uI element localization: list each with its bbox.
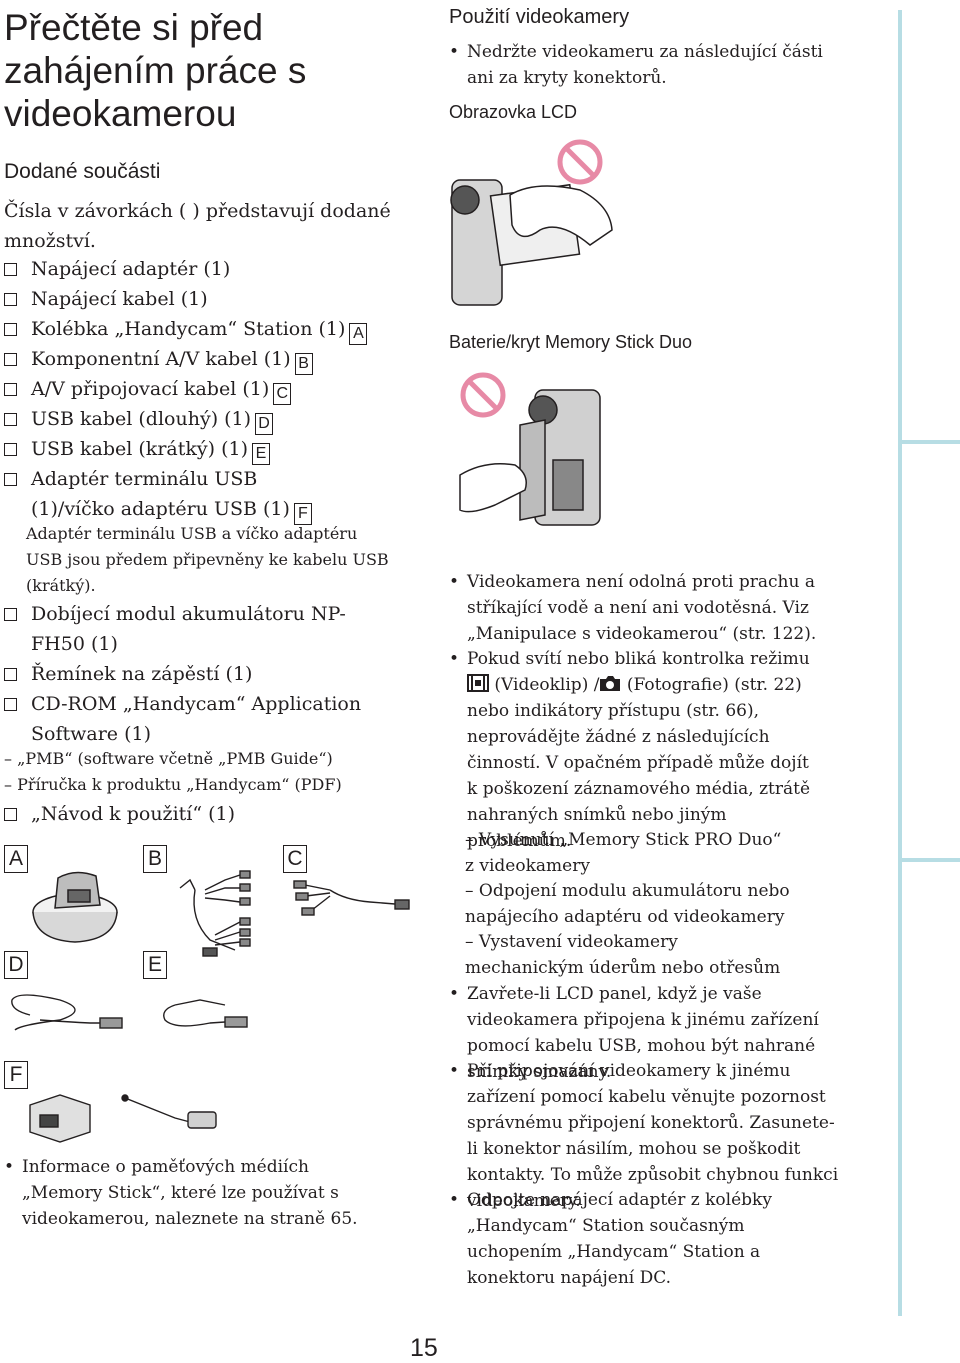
dash-item: – Vysunutí „Memory Stick PRO Duo“ z vide… bbox=[465, 830, 782, 876]
caption-battery: Baterie/kryt Memory Stick Duo bbox=[449, 332, 693, 352]
usb-cable-long-illustration bbox=[11, 994, 123, 1031]
usb-adapter-illustration bbox=[29, 1094, 217, 1143]
side-tab bbox=[898, 10, 960, 440]
checklist-item: USB kabel (krátký) (1)E bbox=[4, 434, 424, 465]
dash-item: – Odpojení modulu akumulátoru nebo napáj… bbox=[465, 881, 790, 927]
component-av-cable-illustration bbox=[179, 870, 251, 957]
bullet-icon: • bbox=[449, 984, 460, 1004]
letter-badge: C bbox=[273, 383, 292, 405]
checklist-item: Komponentní A/V kabel (1)B bbox=[4, 344, 424, 375]
checkbox-icon bbox=[4, 293, 17, 306]
bullet-item: • Odpojte napájecí adaptér z kolébky „Ha… bbox=[449, 1187, 839, 1291]
bullet-item: • Při připojování videokamery k jinému z… bbox=[449, 1058, 839, 1214]
letter-badge: A bbox=[349, 323, 368, 345]
letter-badge: E bbox=[251, 443, 270, 465]
checkbox-icon bbox=[4, 698, 17, 711]
bullet-icon: • bbox=[449, 572, 460, 592]
lcd-hold-illustration bbox=[450, 139, 613, 306]
checklist-item: Napájecí adaptér (1) bbox=[4, 254, 424, 284]
letter-badge: B bbox=[294, 353, 313, 375]
page-number: 15 bbox=[410, 1334, 438, 1362]
figure-letter-a: A bbox=[4, 845, 28, 873]
memory-stick-note: • Informace o paměťových médiích „Memory… bbox=[4, 1154, 384, 1232]
checklist-item: CD-ROM „Handycam“ Application Software (… bbox=[4, 689, 364, 749]
movie-mode-icon bbox=[467, 674, 489, 692]
checklist-item: Napájecí kabel (1) bbox=[4, 284, 424, 314]
checklist-item: Kolébka „Handycam“ Station (1)A bbox=[4, 314, 424, 345]
dash-item: – Vystavení videokamery mechanickým úder… bbox=[465, 932, 781, 978]
checkbox-icon bbox=[4, 473, 17, 486]
checklist-item: Dobíjecí modul akumulátoru NP-FH50 (1) bbox=[4, 599, 394, 659]
prohibited-icon bbox=[460, 372, 506, 418]
checkbox-icon bbox=[4, 808, 17, 821]
letter-badge: D bbox=[255, 413, 274, 435]
checkbox-icon bbox=[4, 668, 17, 681]
bullet-icon: • bbox=[449, 649, 460, 669]
bullet-item: • Zavřete-li LCD panel, když je vaše vid… bbox=[449, 981, 849, 1085]
checklist-item: USB kabel (dlouhý) (1)D bbox=[4, 404, 424, 435]
section-heading-usage: Použití videokamery bbox=[449, 6, 630, 28]
checklist-item: A/V připojovací kabel (1)C bbox=[4, 374, 424, 405]
figure-letter-f: F bbox=[4, 1061, 28, 1089]
cradle-illustration bbox=[32, 871, 118, 943]
prohibited-icon bbox=[557, 139, 603, 185]
section-heading-supplied: Dodané součásti bbox=[4, 160, 161, 183]
side-tab-divider bbox=[898, 858, 960, 862]
side-tab-bar bbox=[898, 10, 902, 1316]
checkbox-icon bbox=[4, 383, 17, 396]
checkbox-icon bbox=[4, 353, 17, 366]
bullet-item: • Videokamera není odolná proti prachu a… bbox=[449, 569, 819, 647]
adapter-note: Adaptér terminálu USB a víčko adaptéru U… bbox=[26, 524, 389, 595]
side-tab-divider bbox=[898, 440, 960, 444]
figure-letter-b: B bbox=[143, 845, 167, 873]
supplied-intro: Čísla v závorkách ( ) představují dodané… bbox=[4, 200, 391, 252]
page-title: Přečtěte si před zahájením práce s video… bbox=[4, 7, 307, 134]
figure-letter-d: D bbox=[4, 951, 28, 979]
cd-subitem: – „PMB“ (software včetně „PMB Guide“) bbox=[4, 749, 333, 768]
checklist-item: Řemínek na zápěstí (1) bbox=[4, 659, 424, 689]
bullet-item: • Nedržte videokameru za následující čás… bbox=[449, 39, 849, 91]
battery-cover-illustration bbox=[459, 372, 601, 526]
figure-letter-c: C bbox=[283, 845, 307, 873]
bullet-item: • Pokud svítí nebo bliká kontrolka režim… bbox=[449, 646, 819, 854]
usb-cable-short-illustration bbox=[163, 999, 248, 1028]
bullet-icon: • bbox=[449, 42, 460, 62]
checkbox-icon bbox=[4, 323, 17, 336]
bullet-icon: • bbox=[449, 1061, 460, 1081]
side-tab bbox=[898, 448, 960, 858]
bullet-icon: • bbox=[449, 1190, 460, 1210]
cd-subitem: – Příručka k produktu „Handycam“ (PDF) bbox=[4, 775, 342, 794]
photo-mode-icon bbox=[600, 676, 621, 691]
letter-badge: F bbox=[293, 503, 312, 525]
av-cable-illustration bbox=[293, 880, 410, 916]
figure-letter-e: E bbox=[143, 951, 167, 979]
checkbox-icon bbox=[4, 608, 17, 621]
accessories-illustration bbox=[11, 870, 410, 1143]
checklist-item: Adaptér terminálu USB (1)/víčko adaptéru… bbox=[4, 464, 314, 525]
caption-lcd: Obrazovka LCD bbox=[449, 102, 578, 122]
side-tab bbox=[898, 866, 960, 1316]
checkbox-icon bbox=[4, 413, 17, 426]
bullet-icon: • bbox=[4, 1157, 15, 1177]
checkbox-icon bbox=[4, 443, 17, 456]
checklist-item: „Návod k použití“ (1) bbox=[4, 799, 424, 829]
checkbox-icon bbox=[4, 263, 17, 276]
